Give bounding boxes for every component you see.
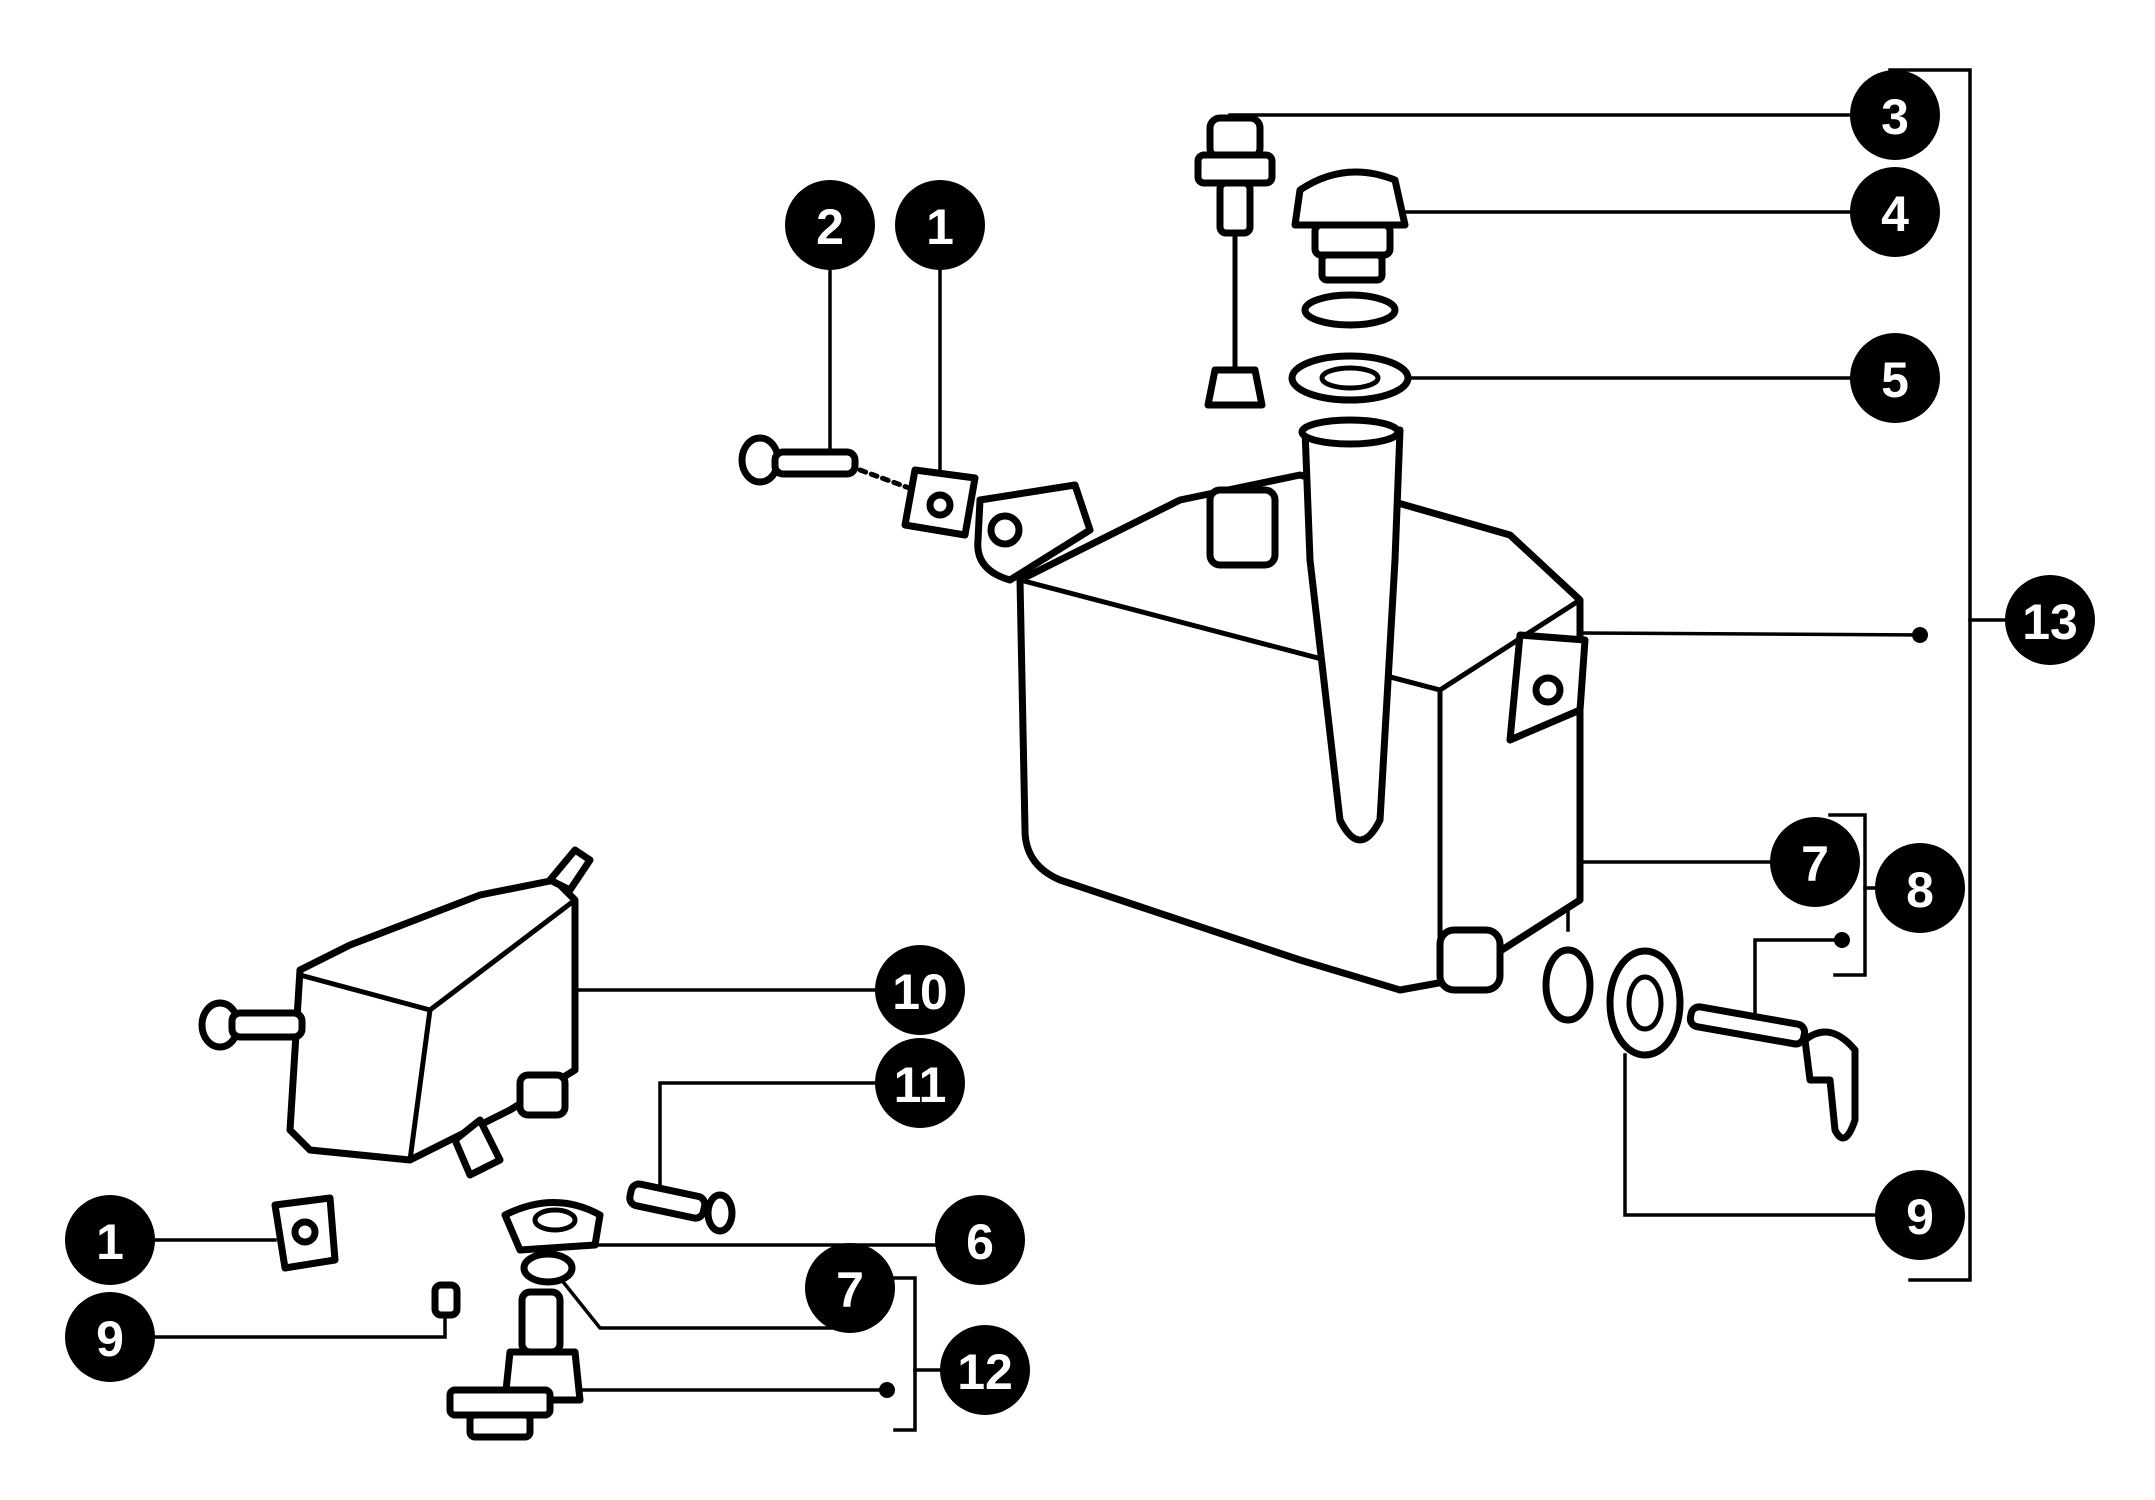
leader-7b [557, 1275, 837, 1330]
main-reservoir-tank [974, 416, 1589, 994]
callout-label-12: 12 [957, 1344, 1013, 1400]
callout-badge-6: 6 [935, 1195, 1025, 1285]
callout-badge-2: 2 [785, 180, 875, 270]
reservoir-bracket-6 [501, 1199, 604, 1254]
callout-label-7a: 7 [1801, 836, 1829, 892]
callout-label-9a: 9 [1906, 1189, 1934, 1245]
leader-9a [1623, 1053, 1882, 1217]
callout-badge-1b: 1 [65, 1195, 155, 1285]
callout-badge-5: 5 [1850, 333, 1940, 423]
leader-dots [879, 627, 1928, 1398]
callout-label-4: 4 [1881, 186, 1909, 242]
leader-8-bolt [1753, 938, 1844, 1032]
washer-7b [520, 1250, 576, 1286]
callout-badge-12: 12 [940, 1325, 1030, 1415]
callout-label-7b: 7 [836, 1262, 864, 1318]
leader-13-tank [1578, 631, 1922, 637]
callout-label-5: 5 [1881, 352, 1909, 408]
callout-badge-1a: 1 [895, 180, 985, 270]
outlet-fittings-right [1542, 946, 1859, 1142]
callout-badge-13: 13 [2005, 575, 2095, 665]
pump-assembly-12 [446, 1288, 584, 1441]
callout-badge-9b: 9 [65, 1292, 155, 1382]
dot-8 [1834, 932, 1850, 948]
callout-badge-4: 4 [1850, 167, 1940, 257]
leader-lines [148, 68, 2012, 1432]
callout-label-9b: 9 [96, 1311, 124, 1367]
callout-badge-9a: 9 [1875, 1170, 1965, 1260]
leader-13-bracket [1888, 68, 1972, 1282]
callout-label-10: 10 [892, 964, 948, 1020]
clip-nut-top [901, 466, 979, 539]
callout-label-1b: 1 [96, 1214, 124, 1270]
callout-label-1a: 1 [926, 199, 954, 255]
callout-label-3: 3 [1881, 89, 1909, 145]
callout-label-6: 6 [966, 1214, 994, 1270]
small-clip-9b [431, 1281, 461, 1319]
dot-12 [879, 1382, 895, 1398]
callout-label-8: 8 [1906, 862, 1934, 918]
callout-badge-10: 10 [875, 945, 965, 1035]
callout-badge-3: 3 [1850, 70, 1940, 160]
leader-7a [1566, 860, 1777, 932]
callout-label-13: 13 [2022, 594, 2078, 650]
small-reservoir [198, 846, 594, 1179]
clip-nut-bottom [271, 1194, 339, 1272]
leader-9b [148, 1313, 447, 1339]
leader-11 [658, 1081, 882, 1197]
washer-9a [1606, 947, 1684, 1059]
reservoir-bolt-11 [626, 1180, 736, 1235]
sealing-washer [1288, 352, 1412, 404]
filler-cap-assembly [1288, 168, 1412, 404]
callout-badge-11: 11 [875, 1038, 965, 1128]
level-sender-unit [1194, 114, 1276, 409]
callout-badge-7a: 7 [1770, 817, 1860, 907]
callout-label-2: 2 [816, 199, 844, 255]
dot-13 [1912, 627, 1928, 643]
callout-badge-8: 8 [1875, 843, 1965, 933]
callout-label-11: 11 [894, 1057, 947, 1113]
callout-badge-7b: 7 [805, 1243, 895, 1333]
nut-7a [1542, 946, 1594, 1024]
leader-8-bracket [1828, 813, 1867, 977]
